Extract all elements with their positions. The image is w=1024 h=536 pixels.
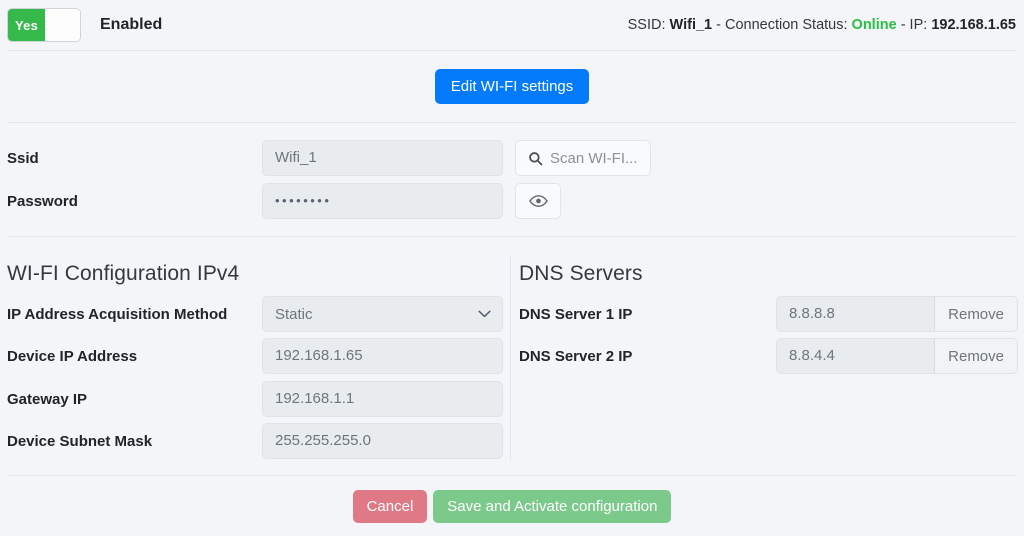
device-ip-row: Device IP Address 192.168.1.65 — [7, 338, 503, 374]
enabled-label: Enabled — [100, 16, 163, 33]
scan-wifi-button[interactable]: Scan WI-FI... — [515, 140, 651, 176]
dns1-input[interactable]: 8.8.8.8 — [776, 296, 935, 332]
ip-acquisition-select[interactable]: Static — [262, 296, 503, 332]
gateway-ip-input[interactable]: 192.168.1.1 — [262, 381, 503, 417]
ip-acquisition-row: IP Address Acquisition Method Static — [7, 296, 503, 332]
subnet-mask-input[interactable]: 255.255.255.0 — [262, 423, 503, 459]
divider-above-config — [7, 236, 1017, 237]
toggle-knob — [45, 9, 80, 41]
dns2-label: DNS Server 2 IP — [519, 347, 633, 365]
ssid-row: Ssid Wifi_1 Scan WI-FI... — [7, 140, 1017, 176]
chevron-down-icon — [478, 310, 491, 318]
cancel-button[interactable]: Cancel — [352, 489, 428, 523]
ssid-label: Ssid — [7, 149, 39, 167]
column-divider — [510, 256, 511, 460]
ipv4-section-title: WI-FI Configuration IPv4 — [7, 262, 240, 285]
subnet-mask-label: Device Subnet Mask — [7, 432, 153, 450]
dns2-input-group: 8.8.4.4 Remove — [776, 338, 1018, 374]
connection-status-text: SSID: Wifi_1 - Connection Status: Online… — [628, 17, 1016, 33]
divider-top — [7, 50, 1017, 51]
status-bar: Yes Enabled SSID: Wifi_1 - Connection St… — [0, 0, 1024, 50]
connection-status-value: Online — [851, 17, 897, 33]
dns-section-title: DNS Servers — [519, 262, 643, 285]
dns2-remove-button[interactable]: Remove — [934, 338, 1018, 374]
divider-under-edit — [7, 122, 1017, 123]
device-ip-label: Device IP Address — [7, 347, 138, 365]
divider-footer — [7, 475, 1017, 476]
password-value: •••••••• — [275, 193, 332, 208]
ip-acquisition-value: Static — [275, 305, 313, 323]
ssid-value: Wifi_1 — [669, 17, 713, 33]
gateway-ip-label: Gateway IP — [7, 390, 88, 408]
dns1-row: DNS Server 1 IP — [519, 296, 1018, 332]
dns2-input[interactable]: 8.8.4.4 — [776, 338, 935, 374]
gateway-ip-row: Gateway IP 192.168.1.1 — [7, 381, 503, 417]
subnet-mask-row: Device Subnet Mask 255.255.255.0 — [7, 423, 503, 459]
password-label: Password — [7, 192, 78, 210]
edit-button-row: Edit WI-FI settings — [0, 51, 1024, 122]
password-input[interactable]: •••••••• — [262, 183, 503, 219]
connection-prefix: - Connection Status: — [712, 17, 852, 33]
ip-prefix: - IP: — [896, 17, 932, 33]
dns1-input-group: 8.8.8.8 Remove — [776, 296, 1018, 332]
ssid-input[interactable]: Wifi_1 — [262, 140, 503, 176]
eye-icon — [528, 194, 548, 208]
ssid-prefix: SSID: — [627, 17, 670, 33]
dns1-remove-button[interactable]: Remove — [934, 296, 1018, 332]
device-ip-input[interactable]: 192.168.1.65 — [262, 338, 503, 374]
enabled-toggle[interactable]: Yes — [7, 8, 81, 42]
toggle-password-visibility-button[interactable] — [515, 183, 561, 219]
footer-actions: Cancel Save and Activate configuration — [0, 476, 1024, 536]
save-and-activate-button[interactable]: Save and Activate configuration — [433, 489, 672, 523]
dns1-label: DNS Server 1 IP — [519, 305, 633, 323]
search-icon — [528, 151, 543, 166]
scan-wifi-label: Scan WI-FI... — [550, 149, 638, 167]
edit-wifi-settings-button[interactable]: Edit WI-FI settings — [434, 68, 590, 105]
password-row: Password •••••••• — [7, 183, 1017, 219]
dns2-row: DNS Server 2 IP — [519, 338, 1018, 374]
toggle-on-label: Yes — [8, 9, 45, 41]
ip-acquisition-label: IP Address Acquisition Method — [7, 305, 228, 323]
ip-value: 192.168.1.65 — [931, 17, 1016, 33]
